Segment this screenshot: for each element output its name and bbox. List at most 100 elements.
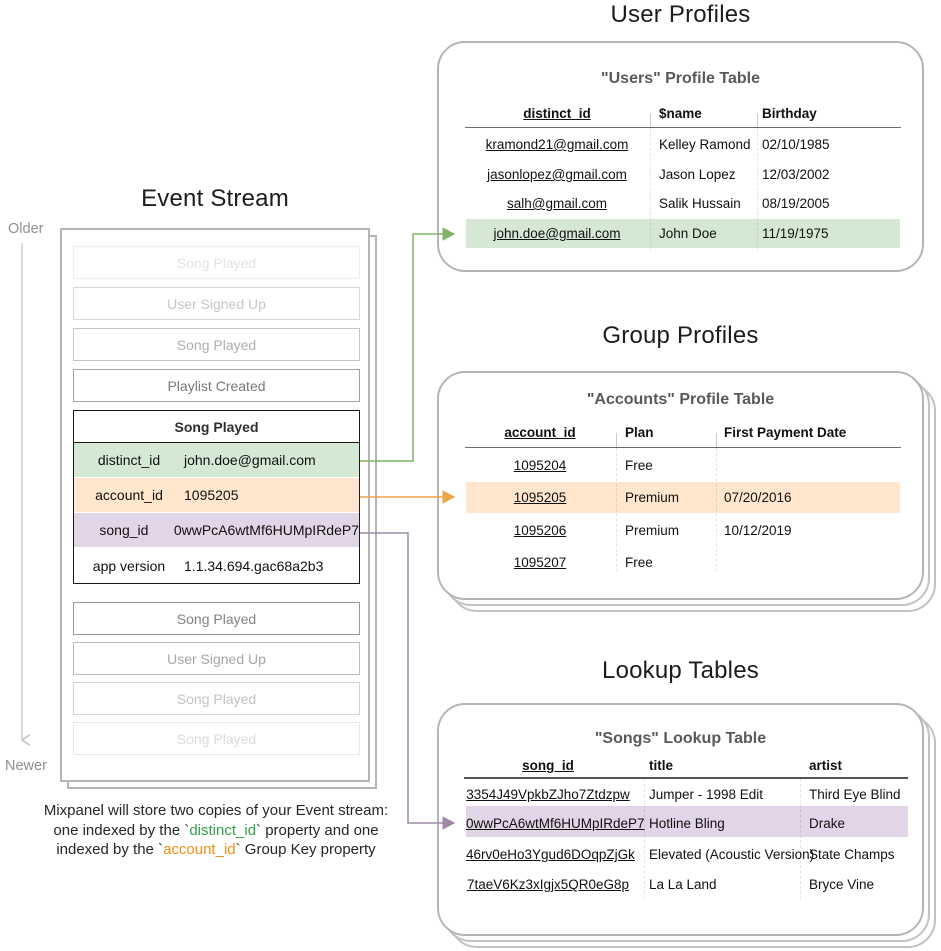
property-key: song_id — [99, 522, 149, 538]
accounts-cell-id: 1095207 — [513, 555, 567, 570]
table-row-highlighted: john.doe@gmail.com John Doe 11/19/1975 — [0, 226, 941, 243]
event-box: Playlist Created — [73, 369, 360, 402]
event-property-account-id: account_id 1095205 — [74, 478, 359, 513]
group-profiles-title: Group Profiles — [602, 322, 759, 349]
table-row: salh@gmail.com Salik Hussain 08/19/2005 — [0, 196, 941, 213]
users-cell-id: john.doe@gmail.com — [493, 226, 621, 241]
songs-highlight-band — [466, 806, 908, 837]
songs-cell-id: 7taeV6Kz3xIgjx5QR0eG8p — [466, 877, 630, 892]
users-cell-id: kramond21@gmail.com — [485, 137, 629, 152]
accounts-column-tick — [616, 433, 617, 447]
users-cell-birthday: 11/19/1975 — [762, 226, 829, 241]
users-col-distinct-id: distinct_id — [523, 106, 591, 121]
table-row: kramond21@gmail.com Kelley Ramond 02/10/… — [0, 137, 941, 154]
songs-cell-title: Elevated (Acoustic Version) — [649, 847, 815, 862]
accounts-table-title: "Accounts" Profile Table — [586, 391, 775, 408]
accounts-cell-plan: Free — [625, 458, 653, 473]
songs-cell-title: La La Land — [649, 877, 717, 892]
users-header-rule — [465, 127, 901, 128]
songs-header-row: song_id title artist — [0, 758, 941, 775]
songs-cell-artist: Third Eye Blind — [809, 787, 901, 802]
table-row: 3354J49VpkbZJho7Ztdzpw Jumper - 1998 Edi… — [0, 787, 941, 804]
event-property-song-id: song_id 0wwPcA6wtMf6HUMpIRdeP7 — [74, 513, 359, 548]
older-label: Older — [8, 221, 44, 237]
users-cell-id: jasonlopez@gmail.com — [487, 167, 627, 182]
songs-cell-artist: Drake — [809, 816, 846, 831]
users-col-name: $name — [659, 106, 702, 121]
users-column-tick — [757, 113, 758, 127]
accounts-column-separator — [616, 448, 617, 572]
users-col-birthday: Birthday — [762, 106, 817, 121]
accounts-cell-date: 07/20/2016 — [724, 490, 792, 505]
newer-label: Newer — [5, 758, 47, 774]
expanded-event-properties: distinct_id john.doe@gmail.com account_i… — [73, 443, 360, 584]
event-property-app-version: app version 1.1.34.694.gac68a2b3 — [74, 548, 359, 583]
songs-cell-id: 46rv0eHo3Ygud6DOqpZjGk — [466, 847, 635, 862]
users-cell-birthday: 08/19/2005 — [762, 196, 830, 211]
songs-cell-id: 0wwPcA6wtMf6HUMpIRdeP7 — [466, 816, 645, 831]
property-value: 1.1.34.694.gac68a2b3 — [184, 557, 324, 574]
users-cell-birthday: 02/10/1985 — [762, 137, 830, 152]
users-header-row: distinct_id $name Birthday — [0, 106, 941, 123]
songs-header-rule — [464, 777, 908, 779]
accounts-col-account-id: account_id — [504, 425, 576, 440]
caption-distinct-id: distinct_id — [189, 821, 257, 839]
users-column-separator — [757, 128, 758, 250]
user-profiles-title: User Profiles — [610, 1, 751, 28]
songs-cell-artist: State Champs — [809, 847, 895, 862]
accounts-highlight-band — [466, 482, 900, 513]
songs-column-separator — [800, 779, 801, 899]
caption-line3-post: ` Group Key property — [235, 841, 376, 858]
users-column-separator — [650, 128, 651, 250]
users-cell-birthday: 12/03/2002 — [762, 167, 830, 182]
songs-cell-artist: Bryce Vine — [809, 877, 875, 892]
caption-line3-pre: indexed by the ` — [56, 841, 164, 858]
property-key: app version — [92, 557, 166, 574]
event-stream-caption: Mixpanel will store two copies of your E… — [10, 801, 422, 860]
event-box: Song Played — [73, 682, 360, 715]
songs-col-artist: artist — [809, 758, 843, 773]
accounts-column-separator — [716, 448, 717, 572]
table-row-highlighted: 1095205 Premium 07/20/2016 — [0, 490, 941, 507]
accounts-cell-plan: Premium — [625, 523, 680, 538]
caption-line2-pre: one indexed by the ` — [53, 821, 190, 839]
accounts-cell-id: 1095205 — [513, 490, 567, 505]
event-box: Song Played — [73, 246, 360, 279]
expanded-event-header: Song Played — [73, 410, 360, 443]
accounts-header-row: account_id Plan First Payment Date — [0, 425, 941, 442]
accounts-col-first-payment: First Payment Date — [724, 425, 847, 440]
songs-col-song-id: song_id — [522, 758, 574, 773]
caption-line1: Mixpanel will store two copies of your E… — [43, 802, 389, 819]
users-cell-name: John Doe — [659, 226, 717, 241]
accounts-cell-id: 1095204 — [513, 458, 567, 473]
users-cell-name: Jason Lopez — [659, 167, 736, 182]
accounts-col-plan: Plan — [625, 425, 654, 440]
event-box: User Signed Up — [73, 642, 360, 675]
property-value: 0wwPcA6wtMf6HUMpIRdeP7 — [173, 522, 359, 538]
accounts-cell-date: 10/12/2019 — [724, 523, 792, 538]
table-row: jasonlopez@gmail.com Jason Lopez 12/03/2… — [0, 167, 941, 184]
users-cell-name: Salik Hussain — [659, 196, 741, 211]
accounts-cell-plan: Free — [625, 555, 653, 570]
users-cell-name: Kelley Ramond — [659, 137, 751, 152]
property-key: distinct_id — [97, 452, 161, 468]
table-row: 7taeV6Kz3xIgjx5QR0eG8p La La Land Bryce … — [0, 877, 941, 894]
event-box: Song Played — [73, 328, 360, 361]
table-row: 46rv0eHo3Ygud6DOqpZjGk Elevated (Acousti… — [0, 847, 941, 864]
users-highlight-band — [466, 219, 900, 248]
event-property-distinct-id: distinct_id john.doe@gmail.com — [74, 443, 359, 478]
caption-account-id: account_id — [163, 841, 236, 858]
table-row: 1095206 Premium 10/12/2019 — [0, 523, 941, 540]
songs-cell-title: Jumper - 1998 Edit — [649, 787, 764, 802]
table-row: 1095204 Free — [0, 458, 941, 475]
users-table-title: "Users" Profile Table — [601, 70, 760, 87]
users-column-tick — [650, 113, 651, 127]
lookup-tables-title: Lookup Tables — [602, 657, 759, 684]
event-box: Song Played — [73, 722, 360, 755]
users-cell-id: salh@gmail.com — [507, 196, 607, 211]
property-value: 1095205 — [184, 487, 239, 503]
property-value: john.doe@gmail.com — [184, 452, 316, 468]
accounts-cell-id: 1095206 — [513, 523, 567, 538]
caption-line2-post: ` property and one — [256, 821, 379, 839]
